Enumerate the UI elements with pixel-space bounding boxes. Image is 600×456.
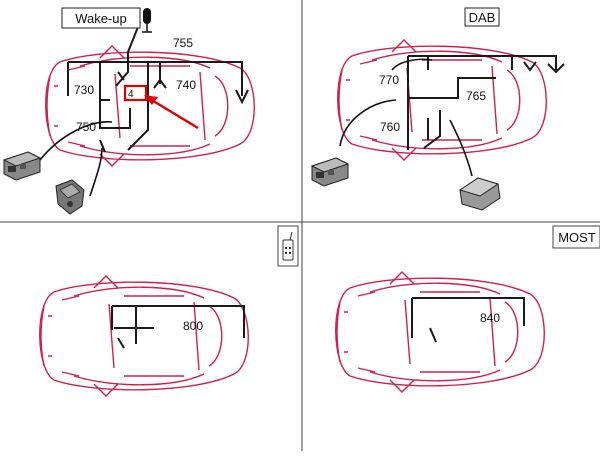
remote-handset-icon	[277, 225, 299, 267]
car-outline	[337, 39, 547, 161]
wiring-harness	[67, 21, 249, 153]
label-730: 730	[74, 83, 94, 97]
tag-box	[464, 7, 500, 27]
dab-lead-line	[449, 119, 473, 177]
tag-box	[61, 7, 141, 29]
wiring-harness	[411, 297, 525, 343]
label-lead-770	[391, 58, 433, 71]
panel-wake-up: Wake-up 755 730 740 750 4	[2, 7, 255, 215]
radio-unit-icon	[2, 151, 42, 181]
panel-telephone: 800	[39, 225, 299, 397]
label-770: 770	[379, 73, 399, 87]
car-outline	[39, 275, 249, 397]
radio-unit-icon	[310, 157, 350, 187]
tag-most: MOST	[558, 230, 596, 245]
car-outline	[45, 45, 255, 167]
microphone-icon	[142, 8, 152, 33]
label-765: 765	[466, 89, 486, 103]
label-840: 840	[480, 311, 500, 325]
tag-dab: DAB	[469, 10, 496, 25]
highlight-arrowhead	[144, 95, 158, 105]
car-outline	[335, 271, 545, 393]
tag-box	[552, 225, 600, 249]
tag-wake-up: Wake-up	[75, 11, 127, 26]
label-740: 740	[176, 78, 196, 92]
dab-module-icon	[458, 177, 501, 211]
label-highlight: 4	[128, 89, 134, 100]
panel-dab: DAB 770 765 760	[310, 7, 565, 211]
plug-lead-line	[89, 147, 103, 197]
panel-most: MOST 840	[335, 225, 600, 393]
highlight-arrow-line	[149, 97, 199, 130]
label-800: 800	[183, 319, 203, 333]
radio-lead-line	[39, 121, 113, 161]
radio-lead-line	[339, 99, 397, 147]
label-760: 760	[380, 120, 400, 134]
highlight-box	[123, 84, 148, 102]
label-755: 755	[173, 36, 193, 50]
wiring-harness	[407, 55, 565, 150]
connector-plug-icon	[55, 179, 85, 215]
wiring-harness	[111, 305, 245, 349]
label-750: 750	[76, 120, 96, 134]
